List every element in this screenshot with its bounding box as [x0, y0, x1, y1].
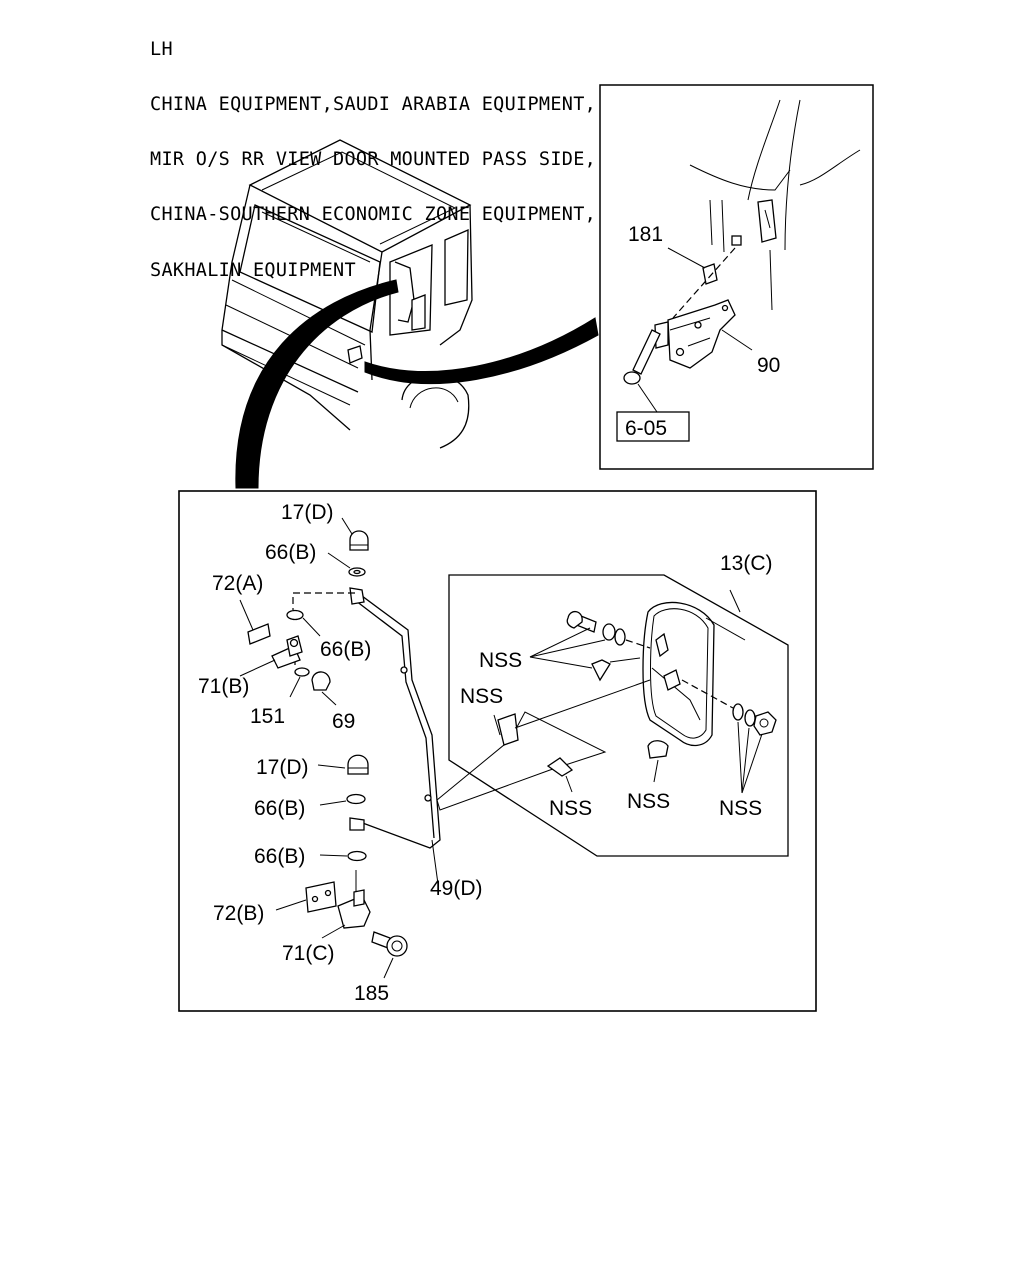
- label-69: 69: [332, 710, 355, 733]
- label-nss-2: NSS: [460, 685, 503, 708]
- label-49d: 49(D): [430, 877, 483, 900]
- title-block: LH CHINA EQUIPMENT,SAUDI ARABIA EQUIPMEN…: [150, 4, 596, 298]
- mirror-stay-parts: [239, 517, 777, 979]
- label-71b: 71(B): [198, 675, 249, 698]
- label-181: 181: [628, 223, 663, 246]
- title-line-china-southern: CHINA-SOUTHERN ECONOMIC ZONE EQUIPMENT,: [150, 204, 597, 226]
- label-nss-1: NSS: [479, 649, 522, 672]
- label-66b-2: 66(B): [320, 638, 371, 661]
- label-nss-4: NSS: [627, 790, 670, 813]
- label-66b-1: 66(B): [265, 541, 316, 564]
- title-line-china-saudi: CHINA EQUIPMENT,SAUDI ARABIA EQUIPMENT,: [150, 94, 597, 116]
- label-90: 90: [757, 354, 780, 377]
- label-71c: 71(C): [282, 942, 335, 965]
- label-17d-mid: 17(D): [256, 756, 309, 779]
- label-nss-3: NSS: [549, 797, 592, 820]
- label-17d-top: 17(D): [281, 501, 334, 524]
- callout-arrow-inset: [364, 317, 599, 385]
- label-185: 185: [354, 982, 389, 1005]
- label-151: 151: [250, 705, 285, 728]
- label-66b-3: 66(B): [254, 797, 305, 820]
- label-72a: 72(A): [212, 572, 263, 595]
- mirror-subbox: [448, 574, 789, 857]
- label-72b: 72(B): [213, 902, 264, 925]
- label-13c: 13(C): [720, 552, 773, 575]
- truck-cab-illustration: [221, 139, 473, 449]
- title-line-sakhalin: SAKHALIN EQUIPMENT: [150, 259, 356, 281]
- ref-6-05: 6-05: [625, 417, 667, 440]
- label-nss-5: NSS: [719, 797, 762, 820]
- inset-detail: [599, 84, 874, 470]
- label-66b-4: 66(B): [254, 845, 305, 868]
- main-detail-box: [178, 490, 817, 1012]
- callout-arrow-main: [235, 279, 399, 489]
- title-line-lh: LH: [150, 38, 173, 60]
